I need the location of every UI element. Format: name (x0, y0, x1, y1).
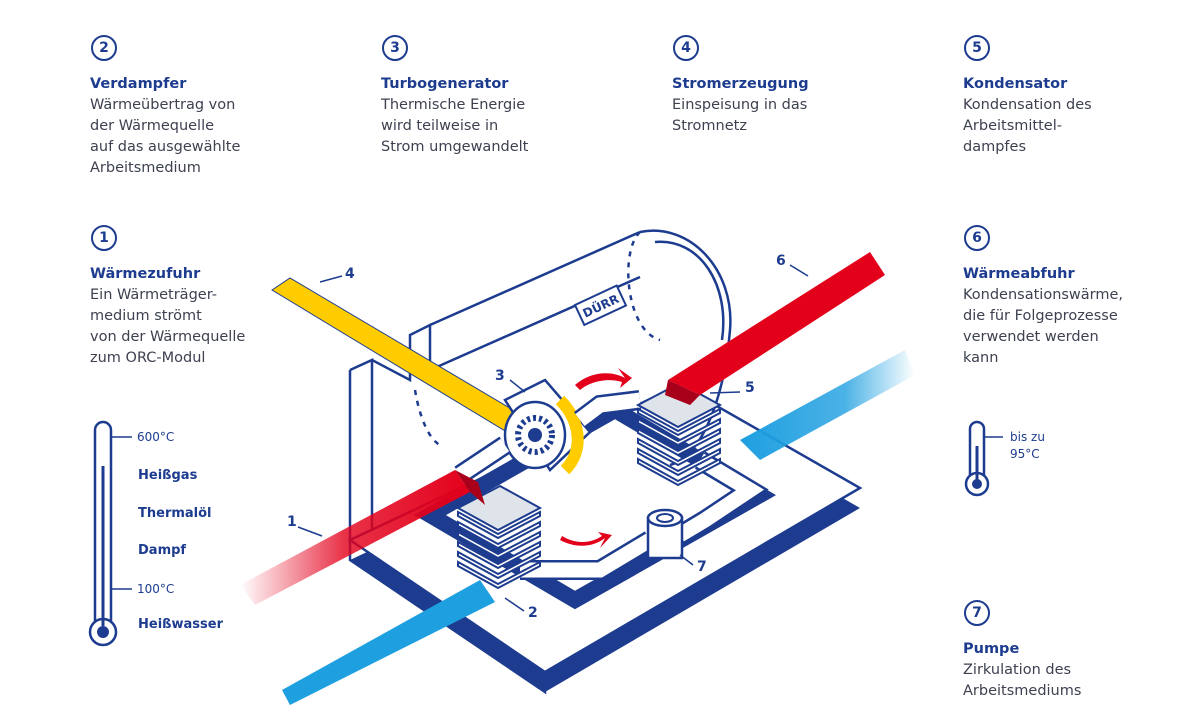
heat-output-stream (665, 252, 885, 405)
step-desc: Thermische Energie wird teilweise in Str… (381, 97, 529, 155)
callout-5: 5 (745, 380, 755, 396)
callout-4: 4 (345, 266, 355, 282)
step-desc: Einspeisung in das Stromnetz (672, 97, 808, 134)
evaporator-icon (455, 484, 543, 590)
thermometer-left-icon (88, 420, 132, 647)
step-number: 1 (91, 225, 117, 251)
step-3: 3 Turbogenerator Thermische Energie wird… (381, 35, 621, 158)
step-number: 4 (673, 35, 699, 61)
step-desc: Ein Wärmeträger- medium strömt von der W… (90, 287, 246, 366)
duerr-logo: DÜRR (573, 284, 628, 327)
step-title: Stromerzeugung (672, 76, 809, 92)
step-desc: Kondensationswärme, die für Folgeprozess… (963, 287, 1124, 366)
thermo-top-label: 600°C (137, 430, 175, 444)
callout-6: 6 (776, 253, 786, 269)
flow-arrow-bottom (560, 532, 612, 548)
step-desc: Wärmeübertrag von der Wärmequelle auf da… (90, 97, 241, 176)
step-5: 5 Kondensator Kondensation des Arbeitsmi… (963, 35, 1200, 158)
step-number: 3 (382, 35, 408, 61)
thermo-right-label: bis zu 95°C (1010, 430, 1045, 461)
step-desc: Zirkulation des Arbeitsmediums (963, 662, 1082, 699)
step-number: 5 (964, 35, 990, 61)
callout-2: 2 (528, 605, 538, 621)
step-title: Wärmeabfuhr (963, 266, 1075, 282)
step-number: 6 (964, 225, 990, 251)
medium-steam: Dampf (138, 543, 187, 558)
step-title: Pumpe (963, 641, 1020, 657)
turbogenerator-icon (503, 378, 592, 475)
step-title: Kondensator (963, 76, 1068, 92)
pipes (454, 390, 769, 580)
callout-1: 1 (287, 514, 297, 530)
step-number: 2 (91, 35, 117, 61)
step-title: Verdampfer (90, 76, 187, 92)
step-2: 2 Verdampfer Wärmeübertrag von der Wärme… (90, 35, 330, 179)
callout-7: 7 (697, 559, 707, 575)
thermometer-right-icon (964, 420, 1003, 497)
electricity-stream (271, 277, 531, 441)
medium-hot-water: Heißwasser (138, 617, 223, 632)
step-title: Turbogenerator (381, 76, 509, 92)
step-4: 4 Stromerzeugung Einspeisung in das Stro… (672, 35, 912, 137)
step-desc: Kondensation des Arbeitsmittel- dampfes (963, 97, 1092, 155)
heat-source-return-stream (282, 580, 495, 705)
step-1: 1 Wärmezufuhr Ein Wärmeträger- medium st… (90, 225, 330, 369)
cooling-stream (740, 350, 915, 460)
step-6: 6 Wärmeabfuhr Kondensationswärme, die fü… (963, 225, 1200, 369)
thermo-bottom-label: 100°C (137, 582, 175, 596)
pump-icon (646, 508, 684, 560)
callout-lines (297, 264, 809, 612)
step-7: 7 Pumpe Zirkulation des Arbeitsmediums (963, 600, 1200, 702)
callout-3: 3 (495, 368, 505, 384)
heat-input-stream (240, 470, 485, 605)
flow-arrow-top (575, 368, 632, 390)
medium-hot-gas: Heißgas (138, 468, 198, 483)
medium-thermal-oil: Thermalöl (138, 506, 212, 521)
step-number: 7 (964, 600, 990, 626)
step-title: Wärmezufuhr (90, 266, 201, 282)
